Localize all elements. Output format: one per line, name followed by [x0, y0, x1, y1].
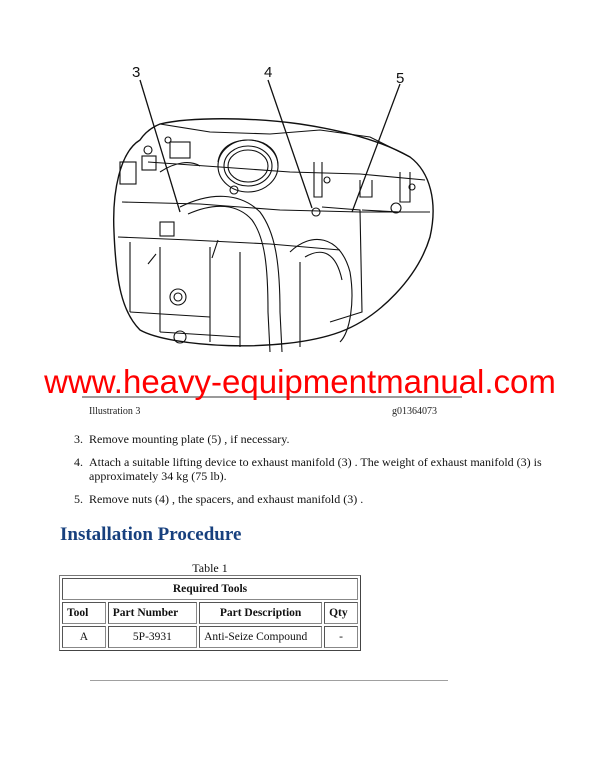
callout-4: 4 [264, 64, 273, 81]
illustration-divider [82, 396, 462, 398]
step-text: Attach a suitable lifting device to exha… [89, 455, 542, 483]
step-item: 3. Remove mounting plate (5) , if necess… [74, 432, 544, 446]
engine-illustration: 3 4 5 [100, 62, 450, 382]
table-row: A 5P-3931 Anti-Seize Compound - [62, 626, 358, 648]
column-header-part-number: Part Number [107, 602, 198, 624]
callout-3: 3 [132, 64, 141, 81]
step-number: 3. [74, 432, 83, 446]
cell-tool: A [62, 626, 106, 648]
column-header-qty: Qty [324, 602, 358, 624]
cell-part-number: 5P-3931 [107, 626, 198, 648]
step-item: 5. Remove nuts (4) , the spacers, and ex… [74, 492, 544, 506]
cell-qty: - [324, 626, 358, 648]
step-number: 5. [74, 492, 83, 506]
table-caption: Table 1 [192, 561, 228, 575]
illustration-label: Illustration 3 [89, 406, 141, 417]
step-item: 4. Attach a suitable lifting device to e… [74, 455, 544, 483]
watermark-url: www.heavy-equipmentmanual.com [44, 363, 556, 400]
step-number: 4. [74, 455, 83, 469]
column-header-part-description: Part Description [199, 602, 323, 624]
procedure-steps: 3. Remove mounting plate (5) , if necess… [74, 432, 544, 515]
table-header-row: Tool Part Number Part Description Qty [62, 602, 358, 624]
graphic-id: g01364073 [392, 406, 437, 417]
step-text: Remove nuts (4) , the spacers, and exhau… [89, 492, 364, 506]
step-text: Remove mounting plate (5) , if necessary… [89, 432, 290, 446]
column-header-tool: Tool [62, 602, 106, 624]
required-tools-table: Required Tools Tool Part Number Part Des… [59, 575, 361, 651]
table-title: Required Tools [62, 578, 358, 600]
section-heading: Installation Procedure [60, 524, 242, 545]
bottom-divider [90, 680, 448, 681]
callout-5: 5 [396, 70, 405, 87]
cell-part-description: Anti-Seize Compound [199, 626, 323, 648]
exhaust-manifold-drawing-icon [113, 79, 434, 353]
